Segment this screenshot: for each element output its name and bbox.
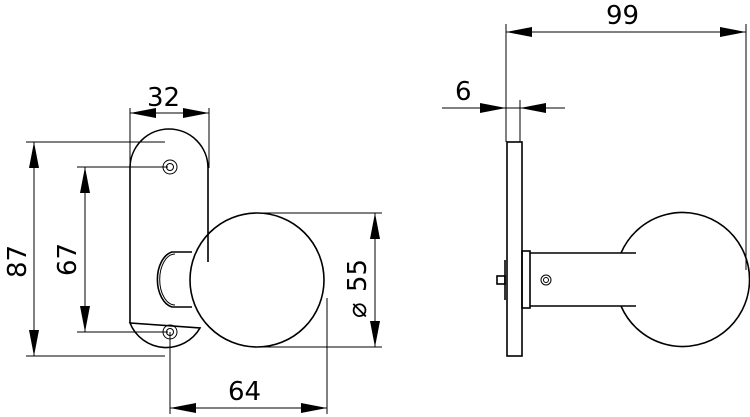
front-view [128,128,325,349]
label-99: 99 [606,1,639,31]
knob [189,212,325,348]
dimension-plate-thickness: 6 [442,77,565,142]
dimension-plate-width: 32 [129,83,210,168]
label-32: 32 [147,83,180,113]
dimension-knob-offset: 64 [169,298,328,414]
rose-plate [128,128,209,349]
label-diameter-symbol: ⌀ [343,302,373,318]
dimension-hole-spacing: 67 [53,166,168,333]
label-64: 64 [228,377,261,407]
knob-neck [156,251,192,308]
side-view [496,141,750,357]
knob-side [620,211,750,348]
dimension-plate-height: 87 [3,141,165,357]
label-87: 87 [3,245,33,278]
dimension-knob-diameter: ⌀ 55 [257,212,382,348]
knob-shank-side [530,252,636,307]
dimension-total-depth: 99 [505,1,747,270]
label-6: 6 [455,77,472,107]
label-67: 67 [53,243,83,276]
label-55: 55 [343,259,373,292]
plate-edge [506,141,523,357]
